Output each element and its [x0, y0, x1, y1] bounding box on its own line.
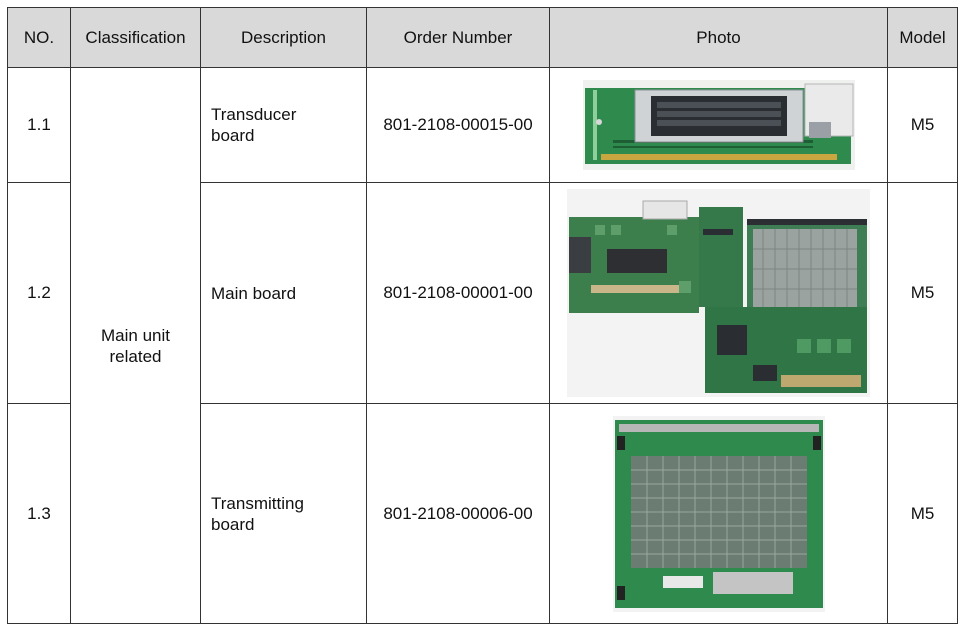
row-order-number: 801-2108-00001-00: [366, 182, 550, 404]
row-description: Main board: [200, 182, 367, 404]
header-description: Description: [200, 7, 367, 68]
header-photo: Photo: [549, 7, 888, 68]
description-text: Transducer board: [211, 105, 297, 145]
header-model: Model: [887, 7, 958, 68]
row-model: M5: [887, 182, 958, 404]
row-model: M5: [887, 67, 958, 183]
description-text: Main board: [211, 283, 297, 303]
row-description: Transmitting board: [200, 403, 367, 624]
row-no: 1.2: [7, 182, 71, 404]
row-order-number: 801-2108-00006-00: [366, 403, 550, 624]
classification-cell: Main unit related: [70, 67, 201, 624]
photo-cell: [549, 67, 888, 183]
table-row: 1.1 Main unit related Transducer board 8…: [7, 67, 958, 624]
table-row: 1.2 Main board 801-2108-00001-00: [7, 182, 958, 404]
photo-cell: [549, 403, 888, 624]
header-classification: Classification: [70, 7, 201, 68]
photo-cell: [549, 182, 888, 404]
row-description: Transducer board: [200, 67, 367, 183]
table-row: 1.3 Transmitting board 801-2108-00006-00: [7, 403, 958, 624]
main-board-photo: [567, 189, 870, 397]
header-order-number: Order Number: [366, 7, 550, 68]
parts-table: NO. Classification Description Order Num…: [7, 7, 958, 624]
transmitting-board-photo: [612, 415, 825, 612]
row-order-number: 801-2108-00015-00: [366, 67, 550, 183]
header-no: NO.: [7, 7, 71, 68]
row-model: M5: [887, 403, 958, 624]
transducer-board-photo: [582, 80, 855, 170]
classification-label: Main unit related: [101, 325, 170, 366]
row-no: 1.3: [7, 403, 71, 624]
description-text: Transmitting board: [211, 493, 304, 534]
header-row: NO. Classification Description Order Num…: [7, 7, 958, 68]
row-no: 1.1: [7, 67, 71, 183]
